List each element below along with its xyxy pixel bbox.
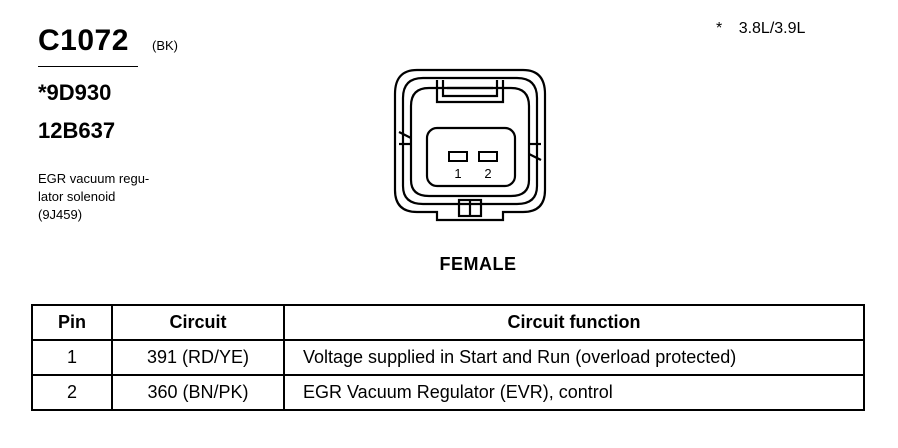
description-line-2: lator solenoid	[38, 189, 116, 204]
connector-latch	[435, 80, 505, 104]
cell-function: EGR Vacuum Regulator (EVR), control	[283, 374, 865, 411]
connector-outer-housing	[393, 68, 547, 222]
header-circuit-function: Circuit function	[283, 304, 865, 341]
pin-2-terminal	[478, 151, 498, 162]
engine-note: * 3.8L/3.9L	[716, 20, 805, 38]
terminal-cavity	[425, 126, 517, 188]
pin-1-terminal	[448, 151, 468, 162]
pinout-table: Pin Circuit Circuit function 1 391 (RD/Y…	[31, 304, 865, 411]
pin-2-label: 2	[484, 166, 491, 181]
connector-seal-wall	[409, 86, 531, 198]
engine-note-marker: *	[716, 20, 723, 37]
cell-pin: 1	[31, 339, 113, 376]
cell-function: Voltage supplied in Start and Run (overl…	[283, 339, 865, 376]
part-number-1: *9D930	[38, 80, 112, 105]
header-pin: Pin	[31, 304, 113, 341]
cell-pin: 2	[31, 374, 113, 411]
pin-1-label: 1	[454, 166, 461, 181]
connector-face-diagram: 1 2	[393, 68, 547, 222]
connector-id: C1072	[38, 24, 129, 57]
cell-circuit: 391 (RD/YE)	[111, 339, 285, 376]
connector-inner-wall	[401, 76, 539, 206]
component-description: EGR vacuum regu- lator solenoid (9J459)	[38, 170, 198, 224]
engine-note-text: 3.8L/3.9L	[738, 20, 806, 37]
description-line-3: (9J459)	[38, 207, 83, 222]
title-underline	[38, 66, 138, 67]
connector-color-code: (BK)	[152, 38, 178, 53]
view-label: FEMALE	[439, 254, 517, 274]
part-number-2: 12B637	[38, 118, 116, 143]
table-row: 1 391 (RD/YE) Voltage supplied in Start …	[31, 339, 865, 376]
header-circuit: Circuit	[111, 304, 285, 341]
table-header-row: Pin Circuit Circuit function	[31, 304, 865, 341]
table-row: 2 360 (BN/PK) EGR Vacuum Regulator (EVR)…	[31, 374, 865, 411]
description-line-1: EGR vacuum regu-	[38, 171, 150, 186]
cell-circuit: 360 (BN/PK)	[111, 374, 285, 411]
